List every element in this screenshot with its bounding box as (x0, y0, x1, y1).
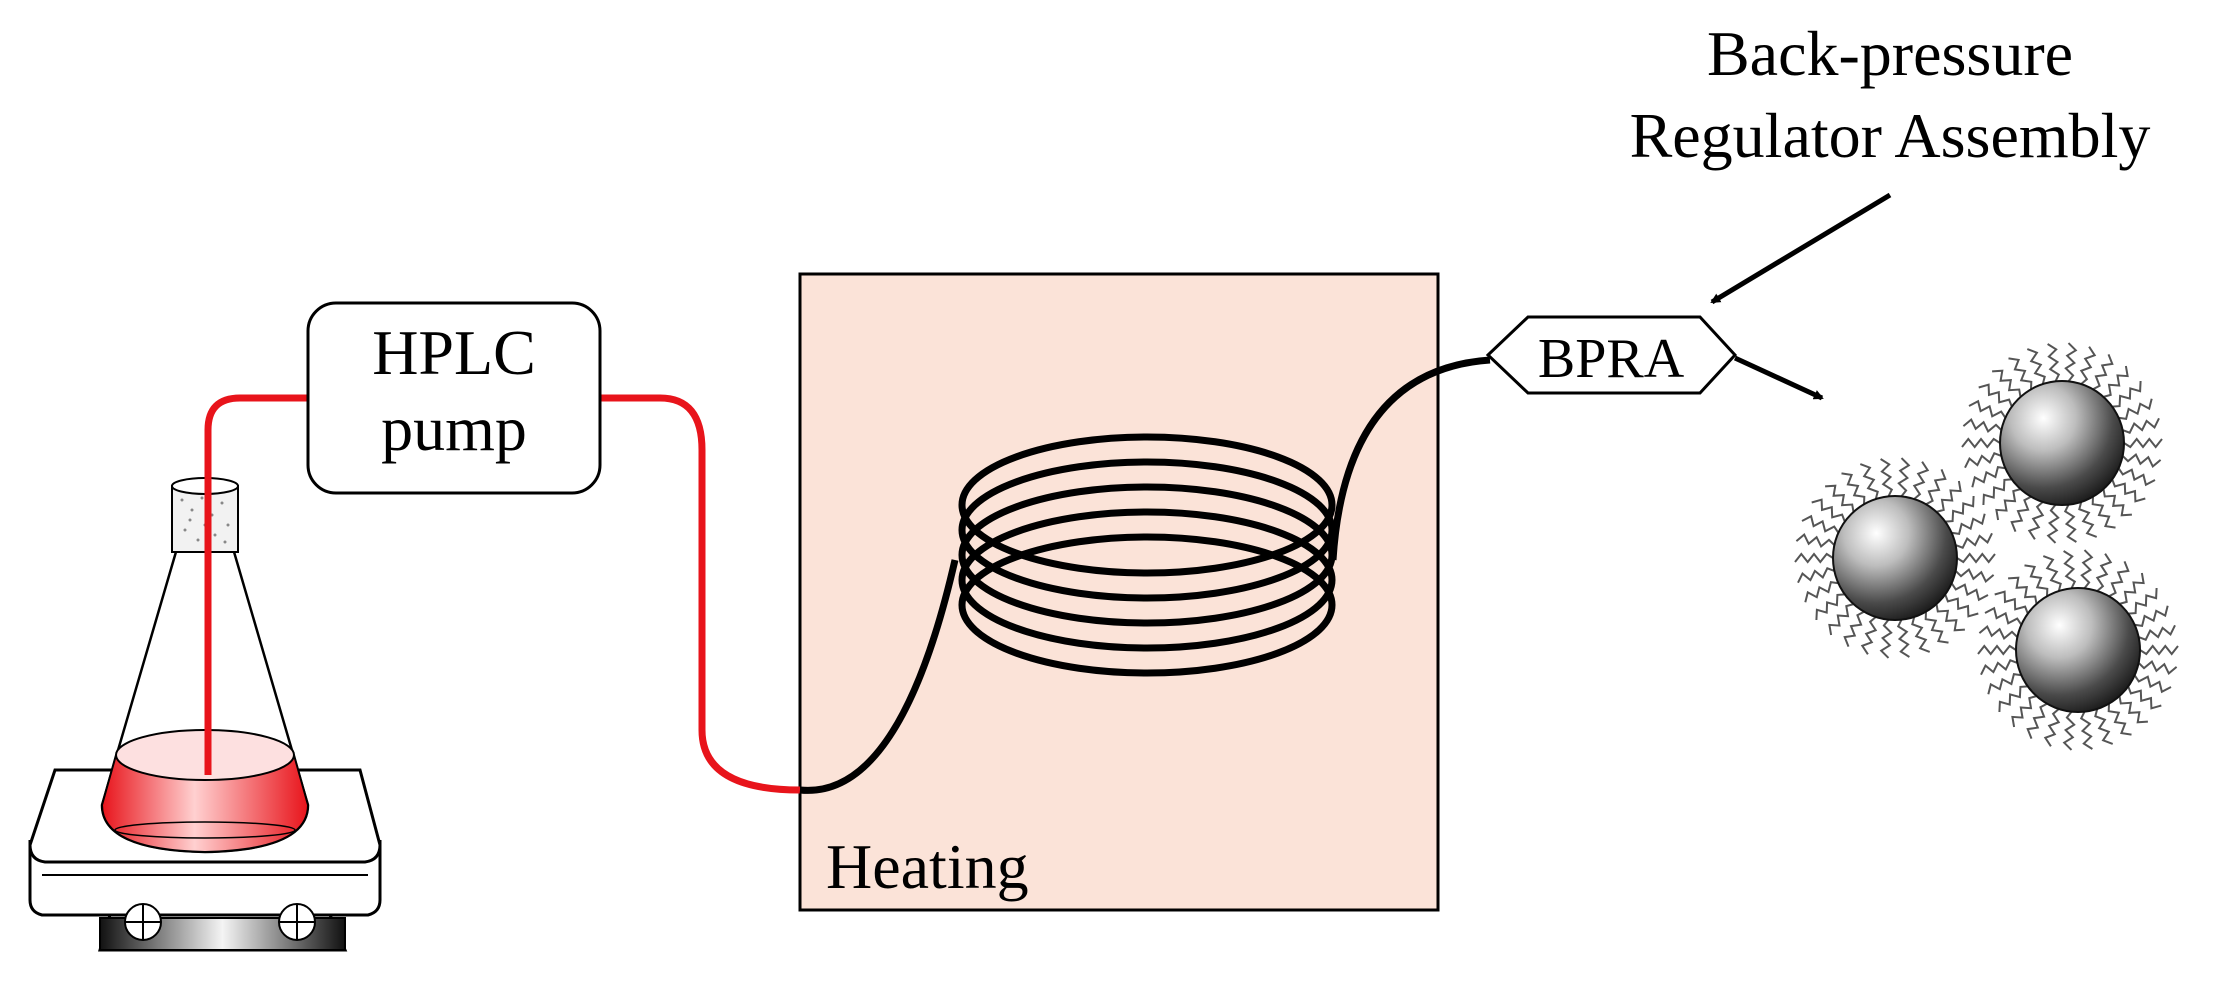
nanoparticle-icon (1794, 342, 2179, 751)
heating-zone (798, 272, 1440, 912)
nanoparticle (1977, 549, 2179, 751)
bpra-label: BPRA (1538, 328, 1685, 390)
callout-label-line2: Regulator Assembly (1630, 100, 2151, 171)
nanoparticle (1794, 457, 1996, 659)
bpra-unit: BPRA (1485, 315, 1738, 395)
callout-label-line1: Back-pressure (1707, 18, 2073, 89)
nanoparticle (1961, 342, 2163, 544)
callout-arrow (1710, 192, 1892, 305)
hplc-pump: HPLC pump (306, 301, 602, 495)
hplc-label-line1: HPLC (372, 317, 536, 388)
coil-reactor-icon (799, 356, 1491, 794)
output-arrow (1733, 355, 1824, 401)
inlet-tubing (204, 394, 310, 775)
pump-outlet-tubing (598, 394, 801, 794)
heating-label: Heating (826, 831, 1029, 902)
hplc-label-line2: pump (381, 393, 527, 464)
